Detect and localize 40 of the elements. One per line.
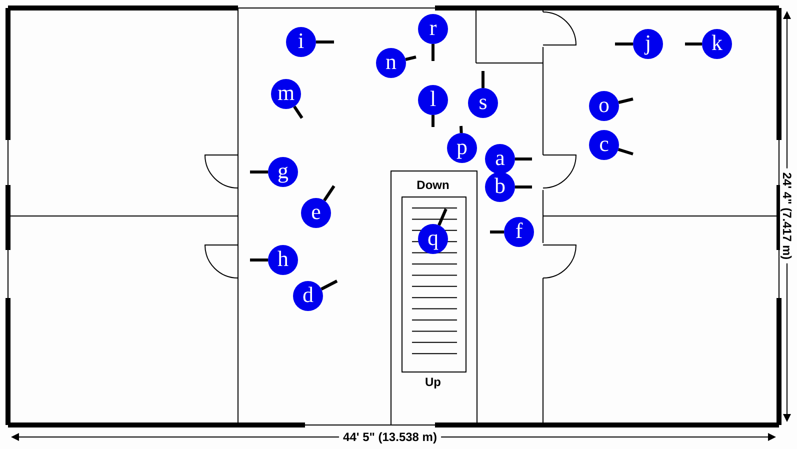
callout-marker: i <box>286 27 316 57</box>
dimension-label: 44' 5" (13.538 m) <box>339 430 441 444</box>
callout-marker: c <box>589 130 619 160</box>
callout-marker: r <box>418 14 448 44</box>
callout-marker: d <box>293 281 323 311</box>
callout-marker: o <box>589 91 619 121</box>
callout-marker: h <box>268 245 298 275</box>
leader-line <box>405 56 416 61</box>
dimension-label: 24' 4" (7.417 m) <box>780 168 794 264</box>
callout-marker: p <box>447 133 477 163</box>
callout-marker: j <box>633 29 663 59</box>
callout-marker: f <box>504 217 534 247</box>
leader-line <box>316 40 334 44</box>
callout-marker: b <box>485 172 515 202</box>
leader-line <box>515 186 532 188</box>
leader-line <box>293 106 304 119</box>
leader-line <box>250 170 268 174</box>
callout-marker: e <box>301 198 331 228</box>
leader-line <box>685 42 702 46</box>
leader-line <box>250 258 268 262</box>
callout-marker: n <box>376 48 406 78</box>
leader-line <box>482 71 484 88</box>
callout-marker: k <box>702 29 732 59</box>
callout-marker: m <box>271 79 301 109</box>
callout-marker: q <box>418 224 448 254</box>
leader-line <box>323 185 336 202</box>
callout-marker: g <box>268 157 298 187</box>
leader-line <box>432 115 434 127</box>
leader-line <box>515 158 532 160</box>
callout-marker: l <box>418 85 448 115</box>
leader-line <box>320 280 338 290</box>
leader-line <box>618 148 634 156</box>
leader-line <box>615 42 633 46</box>
callout-marker: s <box>468 88 498 118</box>
leader-line <box>460 126 463 134</box>
leader-line <box>618 98 634 104</box>
callout-marker: a <box>485 144 515 174</box>
leader-line <box>438 208 448 226</box>
leader-line <box>490 230 504 234</box>
leader-line <box>432 44 434 61</box>
